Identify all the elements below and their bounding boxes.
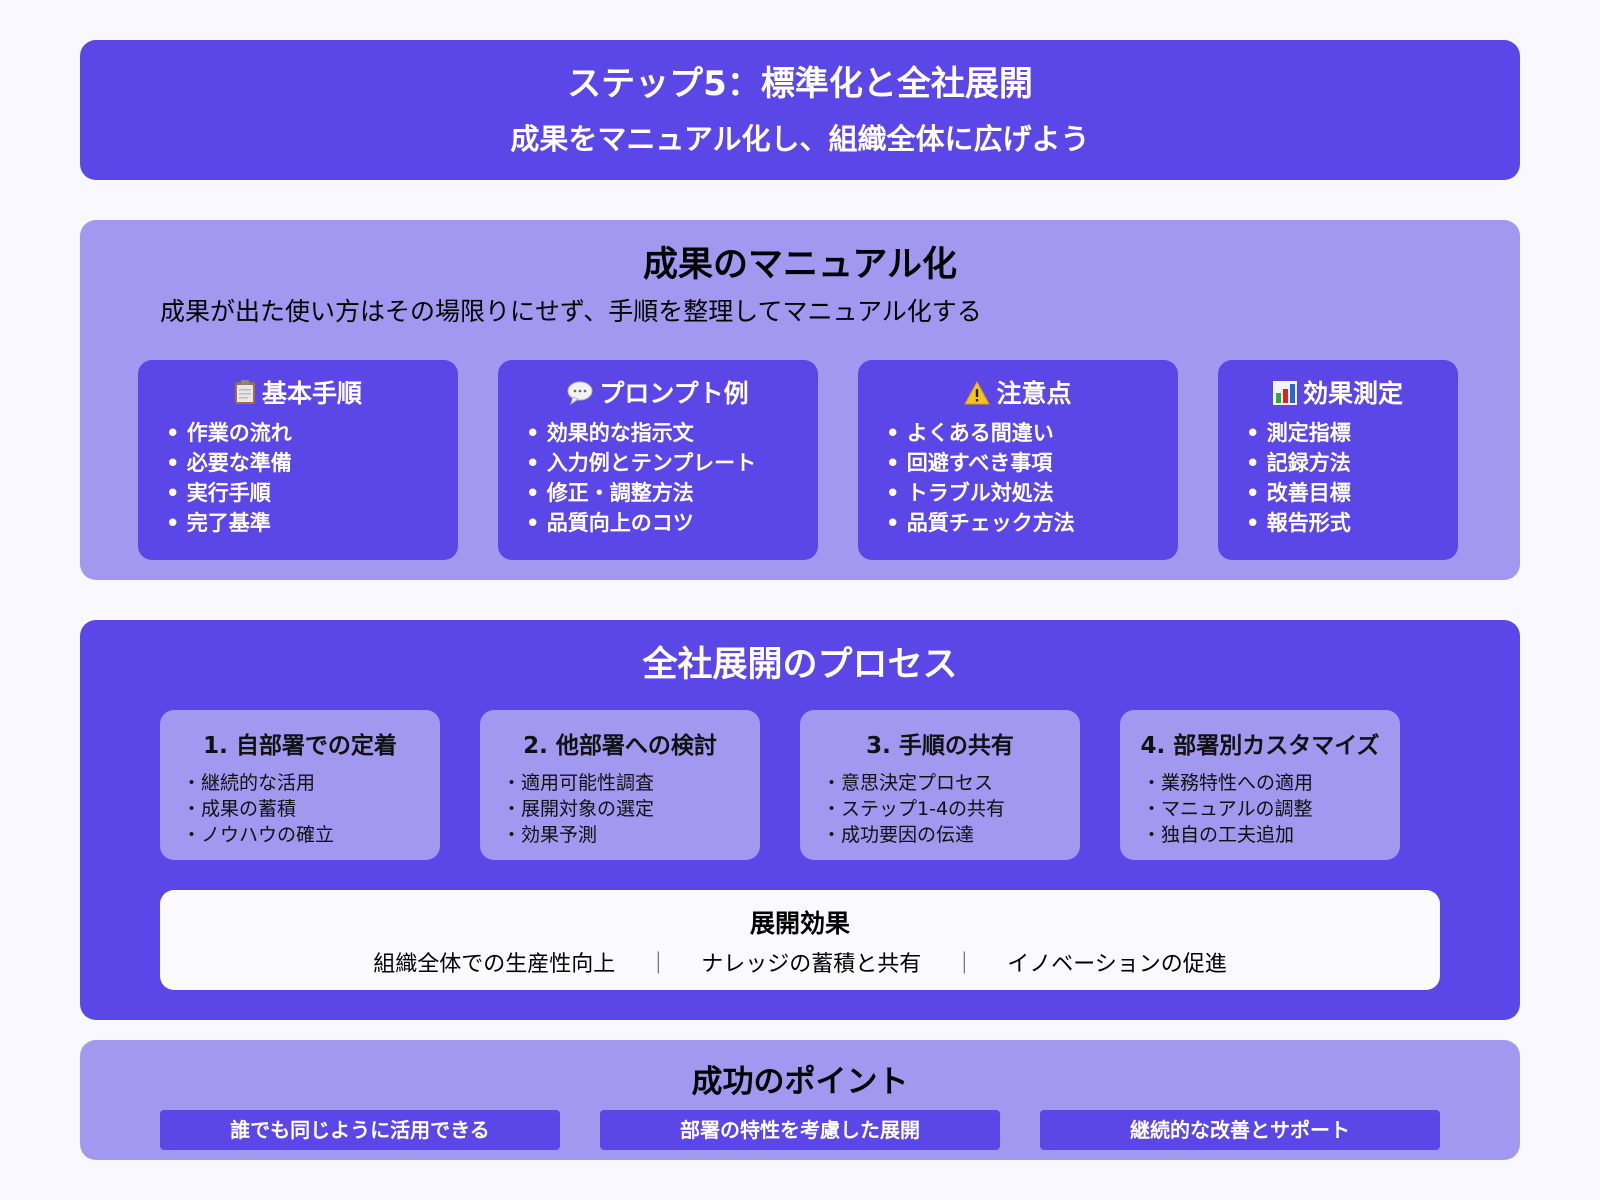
bar-chart-icon (1272, 381, 1297, 411)
list-item: マニュアルの調整 (1148, 796, 1313, 822)
list-item: 業務特性への適用 (1148, 770, 1313, 796)
process-title: 全社展開のプロセス (642, 645, 958, 685)
list-item: 品質チェック方法 (886, 508, 1075, 538)
rollout-effect-box: 展開効果 組織全体での生産性向上 ｜ ナレッジの蓄積と共有 ｜ イノベーションの… (160, 890, 1440, 990)
list-item: よくある間違い (886, 418, 1075, 448)
speech-bubble-icon (567, 381, 593, 411)
list-item: 報告形式 (1246, 508, 1351, 538)
card-title: 基本手順 (261, 379, 362, 408)
list-item: 実行手順 (166, 478, 292, 508)
warning-icon (964, 380, 991, 411)
list-item: 効果予測 (508, 822, 654, 848)
success-point: 継続的な改善とサポート (1040, 1110, 1440, 1150)
process-step-1: 1. 自部署での定着 継続的な活用 成果の蓄積 ノウハウの確立 (160, 710, 440, 860)
success-point: 誰でも同じように活用できる (160, 1110, 560, 1150)
step-title: 1. 自部署での定着 (203, 733, 397, 759)
list-item: 品質向上のコツ (526, 508, 756, 538)
effect-item: ナレッジの蓄積と共有 (701, 952, 922, 977)
effect-item: イノベーションの促進 (1007, 952, 1227, 977)
list-item: 独自の工夫追加 (1148, 822, 1313, 848)
list-item: 入力例とテンプレート (526, 448, 756, 478)
list-item: 適用可能性調査 (508, 770, 654, 796)
success-points-section: 成功のポイント 誰でも同じように活用できる 部署の特性を考慮した展開 継続的な改… (80, 1040, 1520, 1160)
step5-header: ステップ5：標準化と全社展開 成果をマニュアル化し、組織全体に広げよう (80, 40, 1520, 180)
manual-card-basic-steps: 基本手順 作業の流れ 必要な準備 実行手順 完了基準 (138, 360, 458, 560)
list-item: 完了基準 (166, 508, 292, 538)
list-item: 回避すべき事項 (886, 448, 1075, 478)
manual-section: 成果のマニュアル化 成果が出た使い方はその場限りにせず、手順を整理してマニュアル… (80, 220, 1520, 580)
page-subtitle: 成果をマニュアル化し、組織全体に広げよう (510, 122, 1090, 156)
step-title: 4. 部署別カスタマイズ (1140, 733, 1380, 759)
manual-card-prompt-examples: プロンプト例 効果的な指示文 入力例とテンプレート 修正・調整方法 品質向上のコ… (498, 360, 818, 560)
process-step-4: 4. 部署別カスタマイズ 業務特性への適用 マニュアルの調整 独自の工夫追加 (1120, 710, 1400, 860)
list-item: ステップ1-4の共有 (828, 796, 1005, 822)
list-item: ノウハウの確立 (188, 822, 334, 848)
manual-title: 成果のマニュアル化 (643, 245, 957, 285)
clipboard-icon (234, 379, 256, 411)
effect-title: 展開効果 (749, 909, 850, 938)
step-title: 2. 他部署への検討 (523, 733, 717, 759)
list-item: 効果的な指示文 (526, 418, 756, 448)
list-item: 作業の流れ (166, 418, 292, 448)
list-item: 改善目標 (1246, 478, 1351, 508)
process-step-3: 3. 手順の共有 意思決定プロセス ステップ1-4の共有 成功要因の伝達 (800, 710, 1080, 860)
card-title: 注意点 (996, 379, 1072, 408)
list-item: 展開対象の選定 (508, 796, 654, 822)
card-title: 効果測定 (1302, 379, 1403, 408)
page-title: ステップ5：標準化と全社展開 (567, 64, 1033, 104)
points-title: 成功のポイント (691, 1064, 909, 1100)
list-item: 継続的な活用 (188, 770, 334, 796)
list-item: 測定指標 (1246, 418, 1351, 448)
list-item: 必要な準備 (166, 448, 292, 478)
step-title: 3. 手順の共有 (866, 733, 1014, 759)
manual-card-cautions: 注意点 よくある間違い 回避すべき事項 トラブル対処法 品質チェック方法 (858, 360, 1178, 560)
card-title: プロンプト例 (599, 379, 749, 408)
list-item: 修正・調整方法 (526, 478, 756, 508)
manual-description: 成果が出た使い方はその場限りにせず、手順を整理してマニュアル化する (160, 297, 982, 326)
rollout-process-section: 全社展開のプロセス 1. 自部署での定着 継続的な活用 成果の蓄積 ノウハウの確… (80, 620, 1520, 1020)
process-step-2: 2. 他部署への検討 適用可能性調査 展開対象の選定 効果予測 (480, 710, 760, 860)
manual-card-effect-measurement: 効果測定 測定指標 記録方法 改善目標 報告形式 (1218, 360, 1458, 560)
divider: ｜ (647, 952, 670, 977)
list-item: 意思決定プロセス (828, 770, 1005, 796)
success-point: 部署の特性を考慮した展開 (600, 1110, 1000, 1150)
list-item: 成功要因の伝達 (828, 822, 1005, 848)
list-item: 記録方法 (1246, 448, 1351, 478)
list-item: トラブル対処法 (886, 478, 1075, 508)
list-item: 成果の蓄積 (188, 796, 334, 822)
divider: ｜ (953, 952, 976, 977)
effect-item: 組織全体での生産性向上 (373, 952, 616, 977)
